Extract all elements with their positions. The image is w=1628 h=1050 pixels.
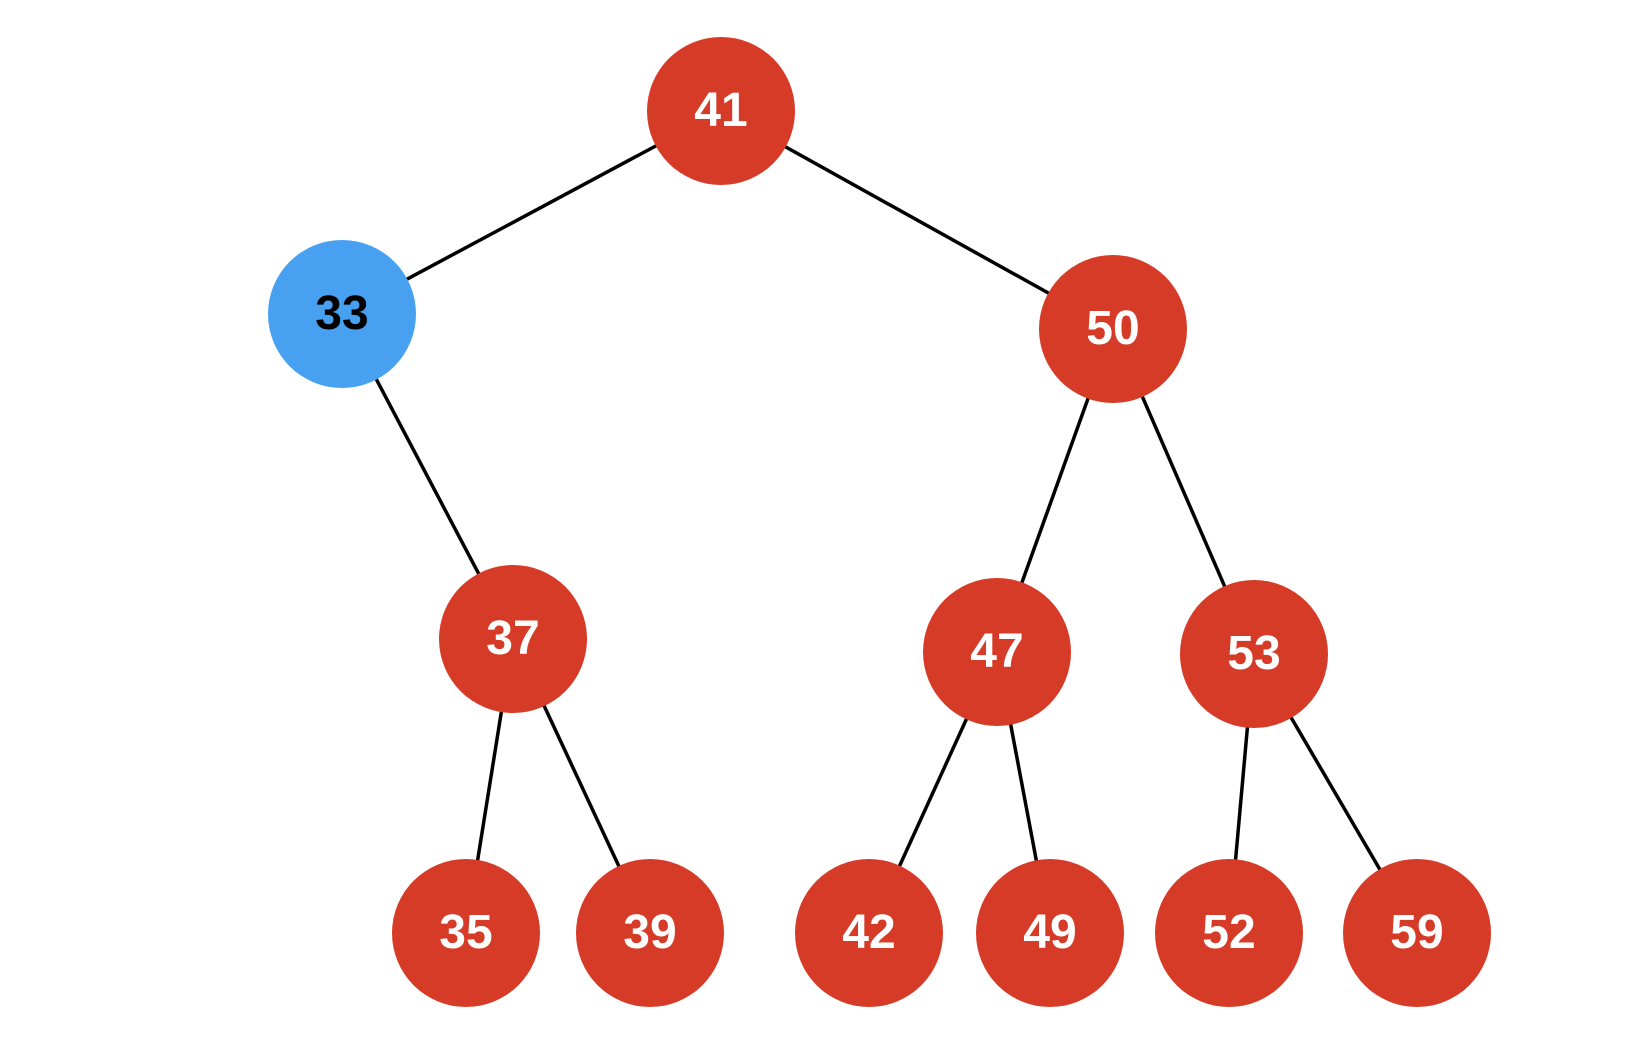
tree-node-37[interactable]: 37 — [439, 565, 587, 713]
tree-node-42[interactable]: 42 — [795, 859, 943, 1007]
node-label: 35 — [439, 906, 493, 959]
node-label: 52 — [1202, 906, 1256, 959]
tree-node-53[interactable]: 53 — [1180, 580, 1328, 728]
node-label: 49 — [1023, 906, 1077, 959]
node-label: 53 — [1227, 627, 1281, 680]
node-label: 50 — [1086, 302, 1140, 355]
tree-node-35[interactable]: 35 — [392, 859, 540, 1007]
tree-node-47[interactable]: 47 — [923, 578, 1071, 726]
node-label: 37 — [486, 612, 540, 665]
tree-node-59[interactable]: 59 — [1343, 859, 1491, 1007]
tree-node-41[interactable]: 41 — [647, 37, 795, 185]
tree-node-52[interactable]: 52 — [1155, 859, 1303, 1007]
node-label: 39 — [623, 906, 677, 959]
node-label: 47 — [970, 625, 1024, 678]
node-label: 59 — [1390, 906, 1444, 959]
tree-node-49[interactable]: 49 — [976, 859, 1124, 1007]
node-label: 41 — [694, 84, 748, 137]
node-label: 42 — [842, 906, 896, 959]
tree-node-50[interactable]: 50 — [1039, 255, 1187, 403]
node-label: 33 — [315, 287, 369, 340]
tree-node-33[interactable]: 33 — [268, 240, 416, 388]
tree-node-39[interactable]: 39 — [576, 859, 724, 1007]
